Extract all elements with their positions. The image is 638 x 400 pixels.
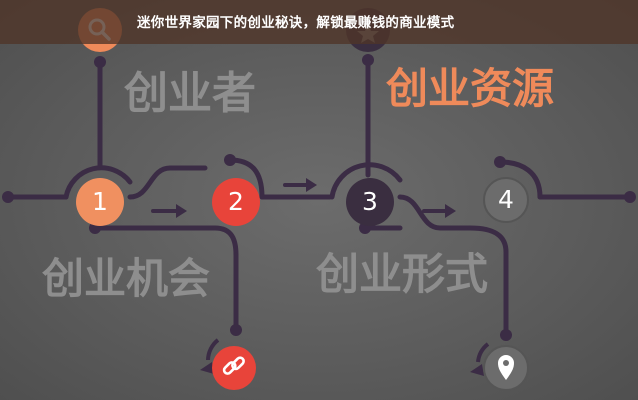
step-1-number: 1 [92,187,108,216]
page-title: 迷你世界家园下的创业秘诀，解锁最赚钱的商业模式 [137,15,455,31]
step-1-circle [76,178,124,226]
endpoint-dot-left [2,191,14,203]
arrow-right-icon [151,204,187,218]
arc-step-2-bottom [92,225,239,258]
label-opportunity: 创业机会 [42,254,211,303]
step-4-number: 4 [498,185,514,214]
endpoint-dot-search [94,56,106,68]
label-entrepreneur: 创业者 [124,68,256,119]
title-banner [0,0,638,44]
label-resources: 创业资源 [386,64,555,113]
step-2-circle [212,178,260,226]
step-3-number: 3 [362,187,378,216]
step-4-circle [483,177,529,223]
link-icon [200,338,256,390]
step-3-circle [346,178,394,226]
endpoint-dot-step2-top [224,154,236,166]
step-2-number: 2 [228,187,244,216]
arrow-right-icon [283,178,317,192]
arrow-right-icon [422,204,456,218]
flow-line-1-2 [127,165,208,200]
arc-step-1 [63,165,133,200]
endpoint-dot-location [500,329,512,341]
endpoint-dot-link [230,324,242,336]
label-form: 创业形式 [316,250,488,300]
endpoint-dot-star [362,54,374,66]
location-pin-icon [470,342,529,391]
flow-line-3-4 [397,194,473,231]
arc-step-3 [329,162,403,200]
arc-step-4-bottom [467,225,509,255]
endpoint-dot-right [624,191,636,203]
endpoint-dot-step4-top [494,156,506,168]
